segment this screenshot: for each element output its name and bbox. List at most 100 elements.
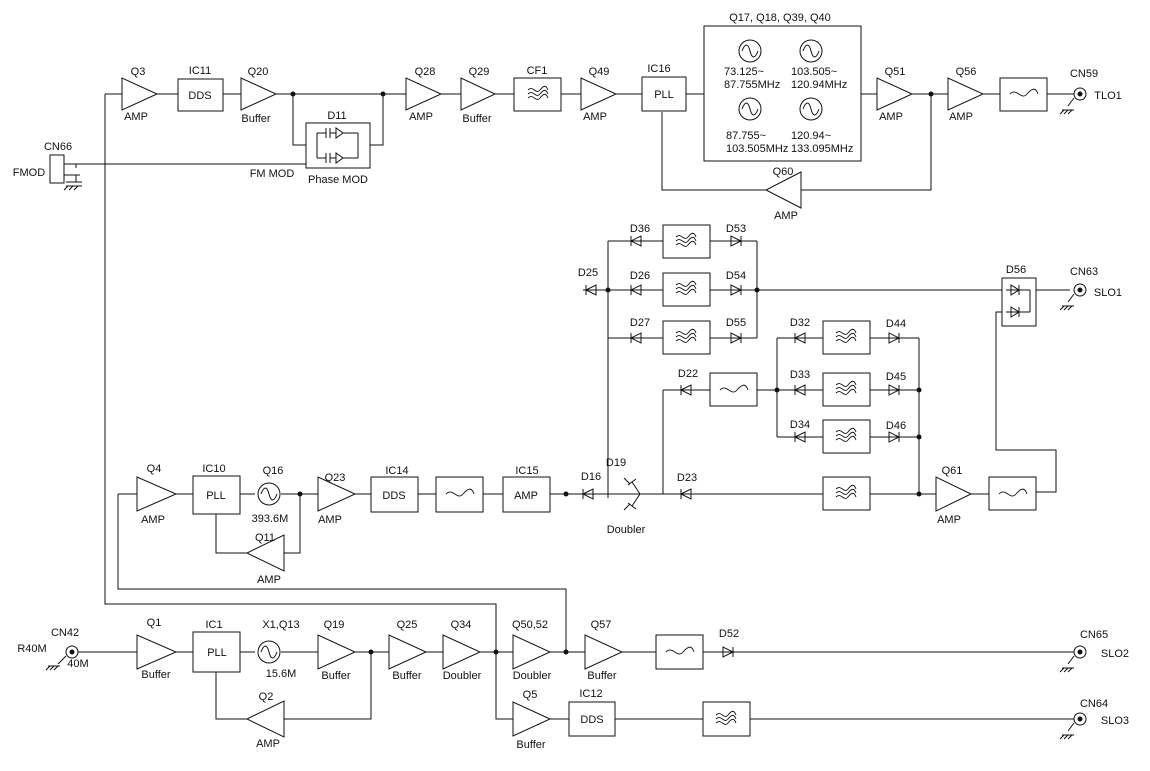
svg-text:IC14: IC14 [385, 465, 408, 477]
diode-d26: D26 [629, 270, 650, 296]
q34-doubler: Q34 Doubler [442, 619, 482, 682]
connector-cn64: CN64 SLO3 [1059, 698, 1129, 740]
connector-cn59: CN59 TLO1 [1059, 68, 1122, 115]
q57-buffer: Q57 Buffer [584, 619, 624, 682]
svg-text:D16: D16 [581, 471, 601, 483]
svg-text:D54: D54 [726, 270, 746, 282]
ic16-pll: PLL IC16 [641, 63, 687, 112]
svg-text:IC12: IC12 [579, 688, 602, 700]
diode-d23: D23 [677, 472, 697, 500]
q5052-doubler: Q50,52 Doubler [512, 619, 552, 682]
svg-text:D45: D45 [886, 371, 906, 383]
svg-text:Q17, Q18, Q39, Q40: Q17, Q18, Q39, Q40 [729, 12, 831, 24]
svg-text:Q56: Q56 [956, 66, 977, 78]
diode-d16: D16 [581, 471, 601, 500]
svg-text:Q34: Q34 [451, 619, 472, 631]
diode-d25: D25 [578, 267, 598, 296]
q19-buffer: Q19 Buffer [317, 619, 357, 682]
diode-d32: D32 [790, 317, 810, 344]
svg-text:D23: D23 [677, 472, 697, 484]
svg-text:Q50,52: Q50,52 [512, 619, 548, 631]
q11-amp: Q11 AMP [245, 532, 285, 586]
cf1-filter: CF1 [513, 65, 562, 112]
q5-buffer: Q5 Buffer [512, 689, 552, 751]
svg-text:PLL: PLL [207, 647, 227, 659]
svg-text:Buffer: Buffer [516, 739, 545, 751]
svg-text:D56: D56 [1006, 264, 1026, 276]
svg-text:AMP: AMP [256, 738, 280, 750]
svg-text:D46: D46 [886, 420, 906, 432]
tlo1-filter [999, 77, 1048, 112]
svg-text:Q16: Q16 [263, 465, 284, 477]
q49-amp: Q49 AMP [580, 66, 618, 123]
svg-text:CN42: CN42 [51, 627, 79, 639]
q61-amp: Q61 AMP [935, 465, 973, 526]
diode-d44: D44 [886, 318, 906, 344]
q3-amp: Q3 AMP [121, 66, 159, 123]
svg-text:Q23: Q23 [325, 472, 346, 484]
svg-text:D52: D52 [719, 628, 739, 640]
svg-text:D22: D22 [678, 368, 698, 380]
svg-text:D32: D32 [790, 317, 810, 329]
svg-text:AMP: AMP [124, 111, 148, 123]
svg-text:FMOD: FMOD [13, 167, 45, 179]
diode-d33: D33 [790, 369, 810, 396]
svg-text:D34: D34 [790, 419, 810, 431]
svg-text:SLO2: SLO2 [1101, 648, 1129, 660]
q56-amp: Q56 AMP [947, 66, 985, 123]
vco-bank: Q17, Q18, Q39, Q40 73.125~ 87.755MHz 103… [703, 12, 862, 162]
svg-text:D44: D44 [886, 318, 906, 330]
diodes: D36 D53 D25 D26 D54 D27 D55 D32 D44 D22 … [578, 223, 906, 658]
q51-amp: Q51 AMP [876, 66, 914, 123]
svg-text:Buffer: Buffer [462, 113, 491, 125]
d56-switch: D56 [1001, 264, 1037, 327]
diode-d52: D52 [719, 628, 739, 658]
svg-text:D53: D53 [726, 223, 746, 235]
diode-d27: D27 [629, 317, 650, 344]
svg-text:PLL: PLL [654, 89, 674, 101]
svg-text:Buffer: Buffer [241, 113, 270, 125]
slo2-filter [655, 634, 704, 670]
svg-text:IC15: IC15 [515, 465, 538, 477]
svg-text:SLO3: SLO3 [1101, 715, 1129, 727]
diode-d55: D55 [726, 317, 746, 344]
svg-text:40M: 40M [67, 658, 88, 670]
ic14-dds: DDS IC14 [370, 465, 419, 513]
svg-text:SLO1: SLO1 [1094, 287, 1122, 299]
svg-text:AMP: AMP [141, 514, 165, 526]
svg-text:IC11: IC11 [189, 65, 211, 77]
connector-cn66: CN66 FMOD [13, 141, 82, 191]
q29-buffer: Q29 Buffer [460, 66, 497, 125]
middle-filters [709, 320, 1037, 511]
svg-text:Q25: Q25 [397, 619, 418, 631]
svg-text:120.94~: 120.94~ [791, 130, 831, 142]
svg-text:Buffer: Buffer [587, 670, 616, 682]
svg-text:Doubler: Doubler [443, 670, 482, 682]
svg-text:Q3: Q3 [131, 66, 146, 78]
svg-text:Q2: Q2 [259, 691, 274, 703]
ic11-dds: DDS IC11 [177, 65, 224, 112]
svg-text:Phase MOD: Phase MOD [308, 174, 368, 186]
svg-text:DDS: DDS [382, 490, 405, 502]
svg-text:D33: D33 [790, 369, 810, 381]
svg-text:103.505MHz: 103.505MHz [726, 143, 788, 155]
ic15-amp: AMP IC15 [502, 465, 551, 513]
slo1-filters [662, 224, 711, 355]
svg-text:AMP: AMP [409, 111, 433, 123]
q2-amp: Q2 AMP [245, 691, 285, 750]
wires [75, 93, 1075, 720]
svg-text:PLL: PLL [206, 490, 226, 502]
q1-buffer: Q1 Buffer [136, 617, 178, 681]
svg-text:Q11: Q11 [255, 532, 275, 544]
svg-text:AMP: AMP [949, 111, 973, 123]
svg-text:DDS: DDS [188, 90, 211, 102]
ic14-filter [435, 476, 484, 513]
connector-cn63: CN63 SLO1 [1059, 266, 1122, 311]
diode-d22: D22 [678, 368, 698, 396]
svg-text:Doubler: Doubler [513, 670, 552, 682]
svg-text:DDS: DDS [580, 714, 603, 726]
svg-text:R40M: R40M [17, 643, 46, 655]
svg-text:Q19: Q19 [324, 619, 345, 631]
svg-text:AMP: AMP [514, 490, 538, 502]
